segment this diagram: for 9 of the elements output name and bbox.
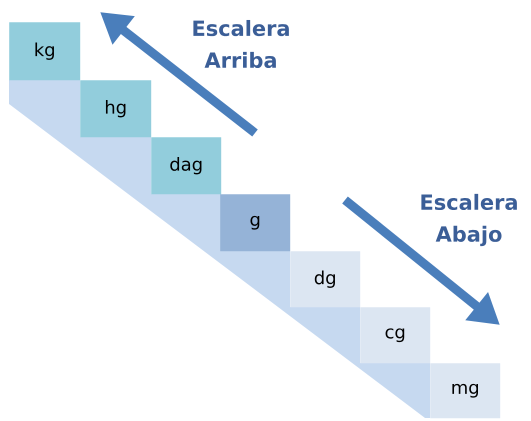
step-box: g: [220, 194, 290, 252]
step-box: kg: [9, 22, 80, 80]
arrow-caption: Escalera Arriba: [193, 20, 289, 68]
step-box: mg: [430, 363, 500, 418]
step-box: dg: [290, 251, 360, 308]
step-box: hg: [80, 80, 152, 138]
step-box: cg: [360, 307, 430, 364]
step-box: dag: [151, 137, 222, 194]
arrow-caption: Escalera Abajo: [421, 194, 517, 246]
